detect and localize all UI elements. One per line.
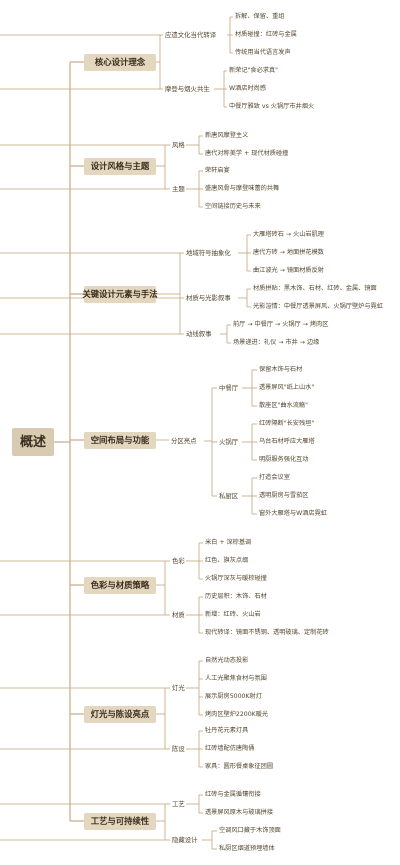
leaf-item: 红色、旗灰点缀 (205, 557, 249, 564)
sub-style: 风格 (172, 141, 185, 149)
leaf-item: 透景屏风"纸上山水" (259, 384, 315, 391)
sub-craft: 工艺 (172, 800, 185, 808)
leaf-item: 曲江波光 → 镜面材质反射 (253, 267, 324, 274)
sub-modern-coexist: 摩登与烟火共生 (165, 85, 210, 93)
leaf-item: 场景递进：礼仪 → 市井 → 边缘 (233, 339, 320, 346)
leaf-item: 家具：圆形餐桌象征团圆 (205, 763, 274, 770)
root-node: 概述 (12, 428, 54, 456)
sub-color: 色彩 (172, 557, 185, 565)
leaf-item: 盛唐风骨与摩登味蕾的共舞 (205, 185, 280, 192)
leaf-item: 人工光聚焦食材与氛围 (205, 675, 267, 682)
sub-lighting: 灯光 (172, 684, 185, 692)
leaf-item: 自然光动态投影 (205, 657, 249, 664)
leaf-item: 中餐厅雅致 vs 火锅厅市井烟火 (229, 103, 315, 110)
leaf-item: 展示厨房5000K射灯 (205, 693, 262, 700)
sub-regional-symbols: 地域符号抽象化 (186, 249, 231, 257)
category-core-concept: 核心设计理念 (84, 54, 156, 71)
sub-decor: 陈设 (172, 745, 185, 753)
zone-chinese-restaurant: 中餐厅 (219, 384, 239, 392)
leaf-item: 历史层积：木饰、石材 (205, 593, 267, 600)
leaf-item: 红砖与金属循镶衔接 (205, 791, 261, 798)
leaf-item: 透景屏风原木与玻璃拼接 (205, 809, 274, 816)
sub-circulation: 动线叙事 (186, 330, 212, 338)
leaf-item: 私厨区烟道预埋墙体 (219, 845, 275, 852)
sub-hidden-design: 隐藏设计 (172, 836, 198, 844)
sub-theme: 主题 (172, 185, 185, 193)
leaf-item: 荣轩启宴 (205, 167, 230, 174)
leaf-item: 现代转译：镜面不锈钢、透明玻璃、定制花砖 (205, 629, 329, 636)
leaf-item: 材质拼贴：黑木饰、石材、红砖、金属、镜面 (253, 285, 377, 292)
sub-zone-highlights: 分区亮点 (171, 437, 197, 445)
leaf-item: 乌台石材呼应大雁塔 (259, 438, 315, 445)
leaf-item: 米白 + 深棕基调 (205, 539, 252, 546)
leaf-item: 保留木饰与石材 (259, 366, 303, 373)
leaf-item: 大雁塔砖石 → 火山岩肌理 (253, 231, 324, 238)
leaf-item: 新增：红砖、火山岩 (205, 611, 261, 618)
leaf-item: W酒店时尚感 (229, 85, 267, 92)
leaf-item: 前厅 → 中餐厅 → 火锅厅 → 烤肉区 (233, 321, 329, 328)
leaf-item: 窗外大雁塔与W酒店霓虹 (259, 510, 327, 517)
sub-material-light: 材质与光影叙事 (186, 294, 231, 302)
leaf-item: 唐代方砖 → 地面拼花模数 (253, 249, 324, 256)
zone-hotpot-hall: 火锅厅 (219, 438, 239, 446)
sub-material: 材质 (172, 611, 185, 619)
leaf-item: 空间链接历史与未来 (205, 203, 261, 210)
leaf-item: 火锅厅深灰与暖棕碰撞 (205, 575, 267, 582)
leaf-item: 新荣记"食必求真" (229, 67, 279, 74)
category-craft-sustainability: 工艺与可持续性 (84, 813, 156, 830)
category-style-theme: 设计风格与主题 (84, 158, 156, 175)
leaf-item: 拆解、保留、重组 (235, 13, 285, 20)
leaf-item: 明厨服务强化互动 (259, 456, 309, 463)
leaf-item: 牡丹花元素灯具 (205, 727, 249, 734)
leaf-item: 材质碰撞：红砖与金属 (235, 31, 297, 38)
leaf-item: 光影渲情：中餐厅透景屏风、火锅厅壁炉与霓虹 (253, 303, 383, 310)
leaf-item: 新唐风摩登主义 (205, 132, 249, 139)
leaf-item: 红砖墙配仿唐陶俑 (205, 745, 255, 752)
leaf-item: 透明厨房与雪茄区 (259, 492, 309, 499)
leaf-item: 传统用当代语言发声 (235, 49, 291, 56)
sub-heritage-translation: 应遗文化当代转译 (165, 31, 217, 39)
leaf-item: 散座区"曲水流觞" (259, 402, 309, 409)
category-lighting-decor: 灯光与陈设亮点 (84, 706, 156, 723)
leaf-item: 空调风口藏于木饰顶面 (219, 827, 281, 834)
leaf-item: 打造会议室 (259, 474, 290, 481)
leaf-item: 红砖隔断"长安残垣" (259, 420, 315, 427)
leaf-item: 烤肉区壁炉2200K暖光 (205, 711, 269, 718)
leaf-item: 唐代对称美学 + 现代材质碰撞 (205, 150, 289, 157)
zone-private-kitchen: 私厨区 (219, 492, 239, 500)
category-color-material: 色彩与材质策略 (84, 577, 156, 594)
category-key-elements: 关键设计元素与手法 (82, 286, 158, 303)
category-space-layout: 空间布局与功能 (84, 432, 156, 449)
